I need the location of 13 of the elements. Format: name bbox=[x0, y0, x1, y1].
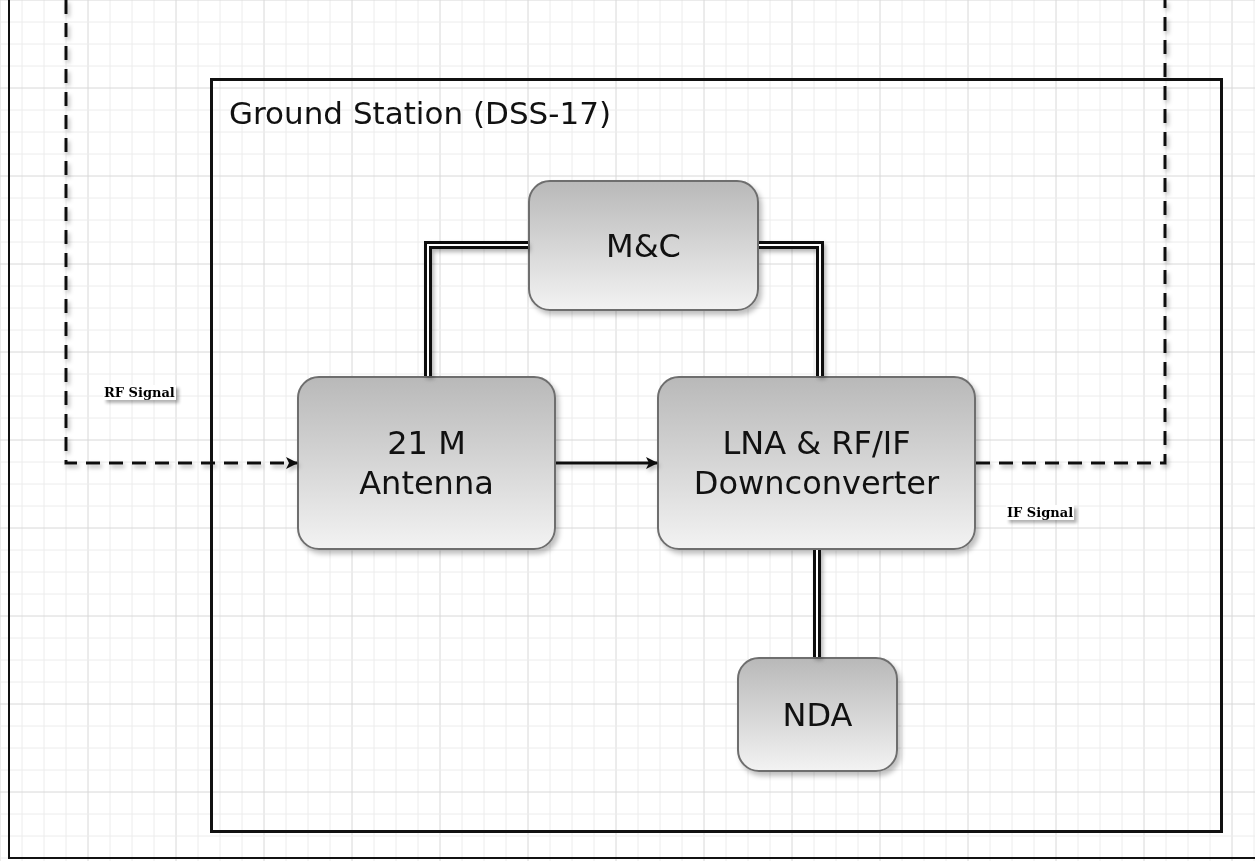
process-box: LNA & RF/IF Downconverter bbox=[657, 376, 976, 550]
double-line-connector bbox=[813, 549, 821, 658]
arrow bbox=[556, 457, 658, 469]
double-line-connector bbox=[424, 241, 529, 377]
process-box: 21 M Antenna bbox=[297, 376, 556, 550]
group-container bbox=[210, 78, 1223, 833]
edge-label: RF Signal bbox=[103, 385, 176, 400]
process-box: NDA bbox=[737, 657, 898, 772]
dashed-arrow bbox=[64, 0, 298, 469]
process-box: M&C bbox=[528, 180, 759, 311]
group-title: Ground Station (DSS-17) bbox=[229, 95, 611, 131]
double-line-connector bbox=[758, 241, 824, 377]
edge-label: IF Signal bbox=[1006, 505, 1075, 520]
